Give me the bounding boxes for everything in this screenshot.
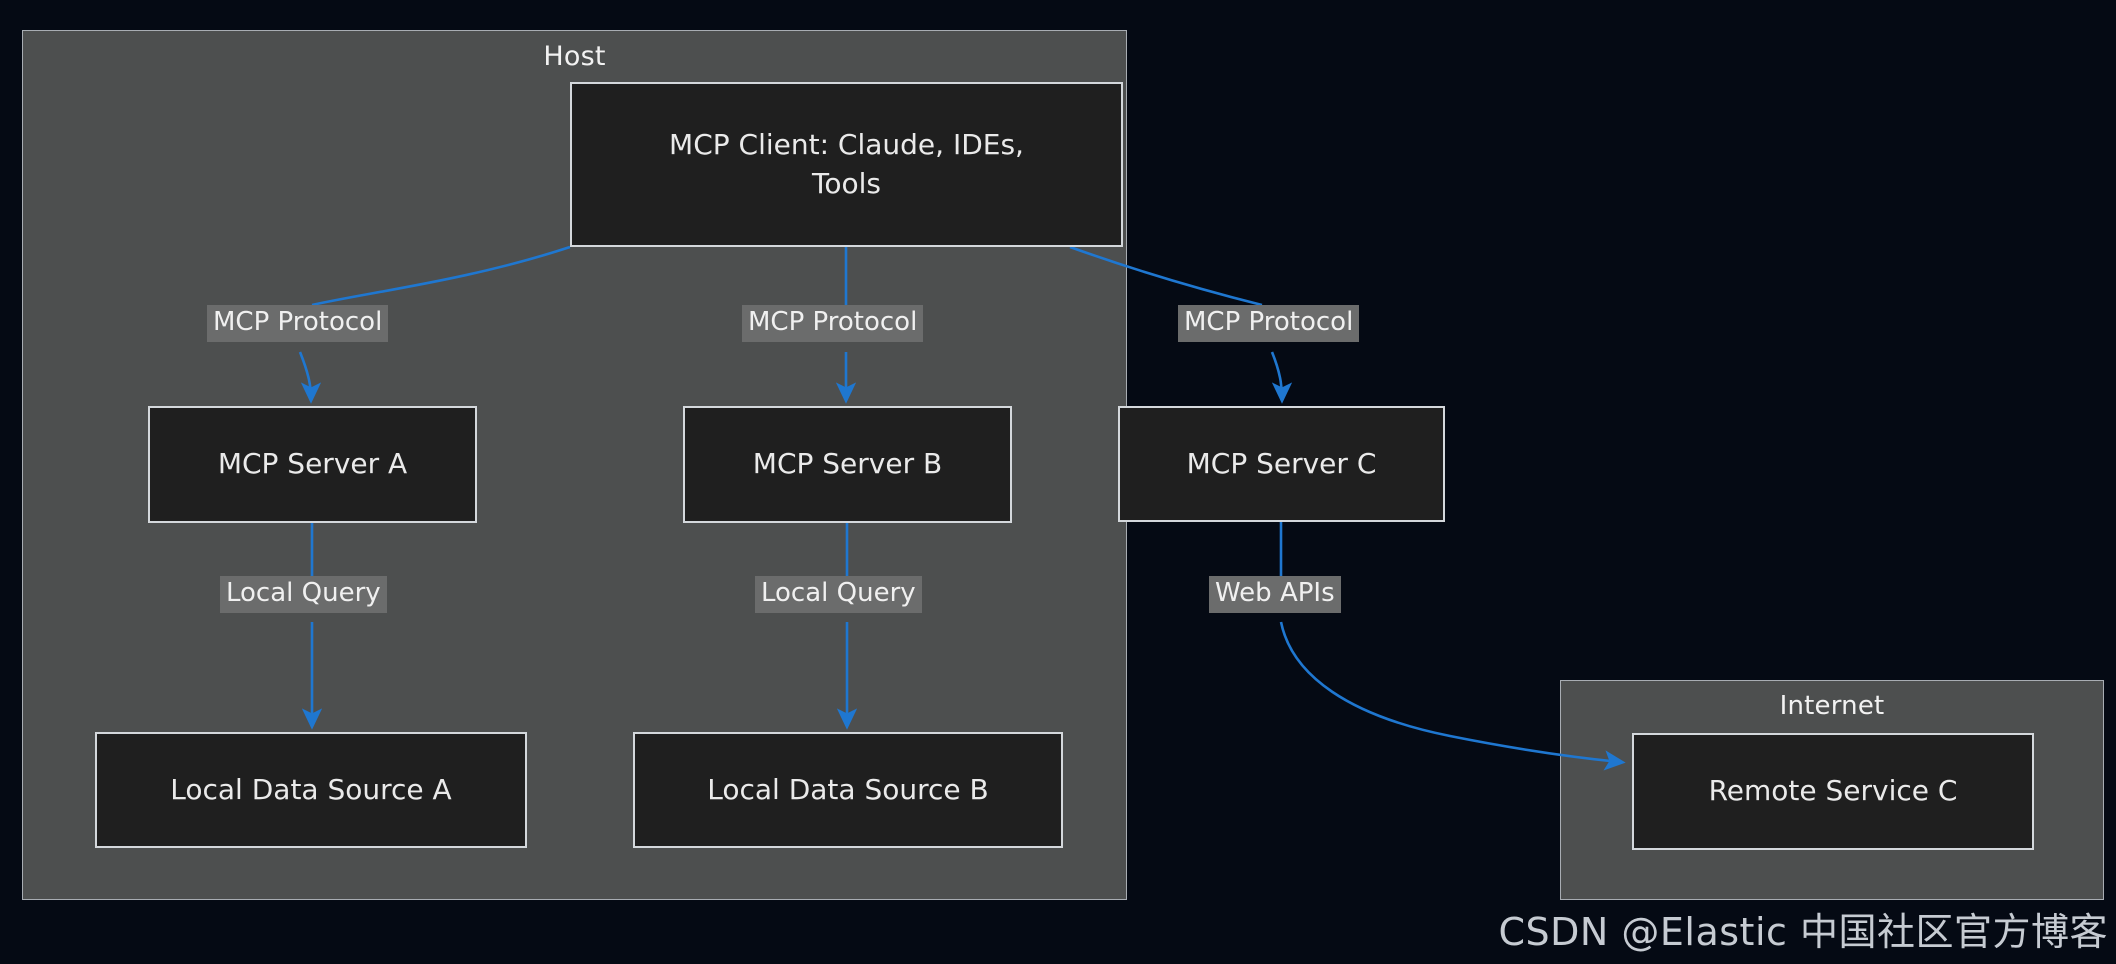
node-local-data-source-b-label: Local Data Source B xyxy=(707,772,989,806)
node-mcp-server-a[interactable]: MCP Server A xyxy=(148,406,477,523)
edge-label-web-apis: Web APIs xyxy=(1209,576,1341,614)
node-mcp-client-label-line2: Tools xyxy=(812,166,881,200)
node-local-data-source-b[interactable]: Local Data Source B xyxy=(633,732,1063,848)
edge-label-mcp-protocol-a: MCP Protocol xyxy=(207,305,389,343)
node-mcp-server-c[interactable]: MCP Server C xyxy=(1118,406,1445,522)
edge-label-mcp-protocol-c: MCP Protocol xyxy=(1178,305,1360,343)
edge-label-local-query-a: Local Query xyxy=(220,576,387,614)
node-local-data-source-a[interactable]: Local Data Source A xyxy=(95,732,527,848)
edge-client-to-server-c-tail xyxy=(1270,351,1293,404)
edge-label-local-query-b: Local Query xyxy=(755,576,922,614)
node-mcp-server-b[interactable]: MCP Server B xyxy=(683,406,1012,523)
edge-label-mcp-protocol-b: MCP Protocol xyxy=(742,305,924,343)
node-mcp-client-label-line1: MCP Client: Claude, IDEs, xyxy=(669,127,1024,161)
node-remote-service-c[interactable]: Remote Service C xyxy=(1632,733,2034,850)
node-mcp-client-label: MCP Client: Claude, IDEs, Tools xyxy=(584,126,1109,203)
node-mcp-client[interactable]: MCP Client: Claude, IDEs, Tools xyxy=(570,82,1123,247)
node-remote-service-c-label: Remote Service C xyxy=(1708,774,1958,808)
watermark-text: CSDN @Elastic 中国社区官方博客 xyxy=(1498,910,2108,954)
node-mcp-server-a-label: MCP Server A xyxy=(217,447,408,481)
cluster-internet-title: Internet xyxy=(1779,691,1885,721)
node-mcp-server-b-label: MCP Server B xyxy=(752,447,943,481)
node-mcp-server-c-label: MCP Server C xyxy=(1186,446,1377,480)
cluster-host-title: Host xyxy=(543,41,606,72)
node-local-data-source-a-label: Local Data Source A xyxy=(170,772,452,806)
